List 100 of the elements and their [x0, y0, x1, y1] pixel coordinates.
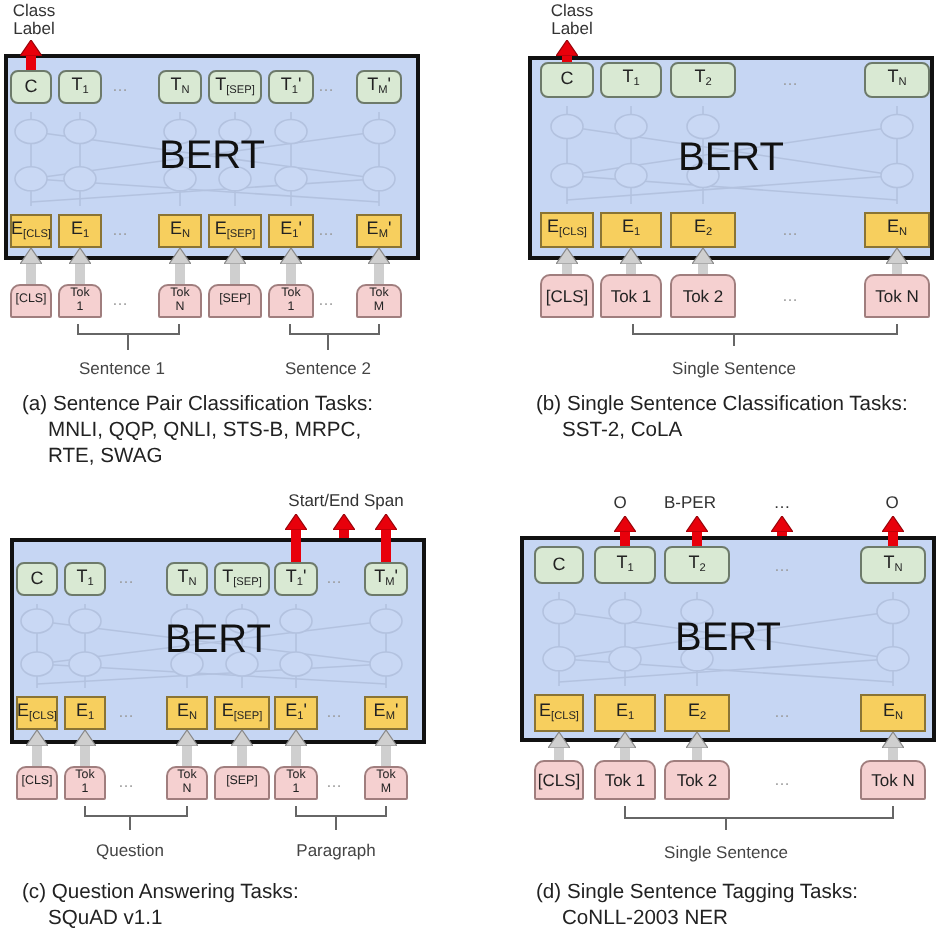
embedding-label: E$_{1}$' — [280, 219, 302, 243]
ellipsis: … — [112, 291, 128, 309]
ellipsis: … — [118, 569, 134, 587]
input-token-box — [214, 766, 270, 800]
arrow — [691, 247, 715, 274]
arrow — [881, 731, 905, 760]
subfigure-caption: (a) Sentence Pair Classification Tasks: MNLI, QQP, QNLI, STS-B, MRPC, RTE, SWAG — [22, 392, 376, 470]
input-token-box — [540, 274, 594, 318]
arrow — [685, 515, 709, 546]
input-token-box — [364, 766, 408, 800]
embedding-label: E$_{N}$ — [176, 701, 198, 725]
output-label: B-PER — [652, 492, 728, 516]
arrow — [885, 247, 909, 274]
ellipsis: … — [112, 221, 128, 239]
group-label: Paragraph — [296, 840, 376, 860]
arrow — [284, 729, 308, 766]
arrow — [555, 39, 579, 62]
output-label: O — [600, 492, 640, 516]
arrow — [68, 247, 92, 284]
arrow — [19, 39, 43, 70]
output-vector-box — [540, 62, 594, 98]
input-token-box — [860, 760, 926, 800]
arrow — [168, 247, 192, 284]
arrow — [230, 729, 254, 766]
embedding-label: E$_{M}$' — [373, 701, 399, 725]
vector-label: T$_{1}$' — [285, 567, 307, 591]
input-token-box — [208, 284, 262, 318]
embedding-box — [364, 696, 408, 730]
vector-label: C — [30, 569, 44, 589]
subfigure-caption: (d) Single Sentence Tagging Tasks: CoNLL-2003 NER — [536, 880, 861, 932]
embedding-label: E$_{2}$ — [687, 701, 707, 725]
output-vector-box — [158, 70, 202, 104]
arrow — [374, 513, 398, 562]
embedding-label: E$_{1}$ — [621, 218, 641, 242]
model-name: BERT — [165, 620, 271, 662]
arrow — [613, 731, 637, 760]
embedding-box — [600, 212, 662, 248]
embedding-label: E$_{[SEP]}$ — [221, 701, 263, 725]
bert-model-box — [10, 538, 426, 744]
arrow — [547, 731, 571, 760]
vector-label: T$_{M}$' — [367, 75, 391, 99]
ellipsis: … — [318, 221, 334, 239]
embedding-label: E$_{1}$ — [70, 219, 90, 243]
embedding-box — [208, 214, 262, 248]
token-label: Tok N — [875, 287, 919, 305]
input-token-box — [268, 284, 314, 318]
subfigure-caption: (c) Question Answering Tasks: SQuAD v1.1 — [22, 880, 301, 932]
vector-label: T$_{N}$ — [883, 553, 903, 577]
output-vector-box — [364, 562, 408, 596]
vector-label: T$_{M}$' — [374, 567, 398, 591]
model-name: BERT — [675, 618, 781, 660]
arrow — [332, 513, 356, 538]
arrow — [613, 515, 637, 546]
vector-label: T$_{1}$ — [71, 75, 89, 99]
bert-model-box — [520, 536, 936, 742]
embedding-box — [864, 212, 930, 248]
embedding-label: E$_{[CLS]}$ — [539, 701, 579, 725]
embedding-label: E$_{1}$ — [75, 701, 95, 725]
embedding-label: E$_{M}$' — [366, 219, 392, 243]
embedding-box — [214, 696, 270, 730]
embedding-box — [356, 214, 402, 248]
vector-label: C — [560, 70, 574, 90]
embedding-box — [534, 694, 584, 732]
ellipsis: … — [318, 291, 334, 309]
embedding-box — [594, 694, 656, 732]
vector-label: T$_{1}$ — [76, 567, 94, 591]
arrow — [770, 515, 794, 536]
output-vector-box — [208, 70, 262, 104]
token-label: Tok N — [871, 771, 915, 789]
output-label: Start/End Span — [266, 490, 426, 514]
vector-label: T$_{N}$ — [170, 75, 190, 99]
embedding-label: E$_{[CLS]}$ — [11, 219, 51, 243]
ellipsis: … — [118, 703, 134, 721]
input-token-box — [16, 766, 58, 800]
arrow — [374, 729, 398, 766]
ellipsis: … — [326, 569, 342, 587]
input-token-box — [600, 274, 662, 318]
embedding-label: E$_{1}$ — [615, 701, 635, 725]
arrow — [367, 247, 391, 284]
ellipsis: … — [774, 771, 790, 789]
embedding-label: E$_{2}$ — [693, 218, 713, 242]
token-label: Tok 2 — [676, 771, 718, 789]
ellipsis: … — [782, 221, 798, 239]
arrow — [175, 729, 199, 766]
token-label: [CLS] — [545, 287, 589, 305]
bert-model-box — [528, 56, 934, 260]
arrow — [19, 247, 43, 284]
input-token-box — [158, 284, 202, 318]
ellipsis: … — [118, 773, 134, 791]
ellipsis: … — [782, 287, 798, 305]
vector-label: T$_{2}$ — [694, 68, 712, 92]
input-token-box — [670, 274, 736, 318]
model-name: BERT — [159, 136, 265, 178]
input-token-box — [64, 766, 106, 800]
group-label: Sentence 2 — [285, 358, 371, 378]
vector-label: T$_{1}$ — [616, 553, 634, 577]
bert-model-box — [4, 54, 420, 260]
vector-label: T$_{[SEP]}$ — [222, 567, 262, 591]
input-token-box — [166, 766, 208, 800]
embedding-label: E$_{[CLS]}$ — [547, 218, 587, 242]
